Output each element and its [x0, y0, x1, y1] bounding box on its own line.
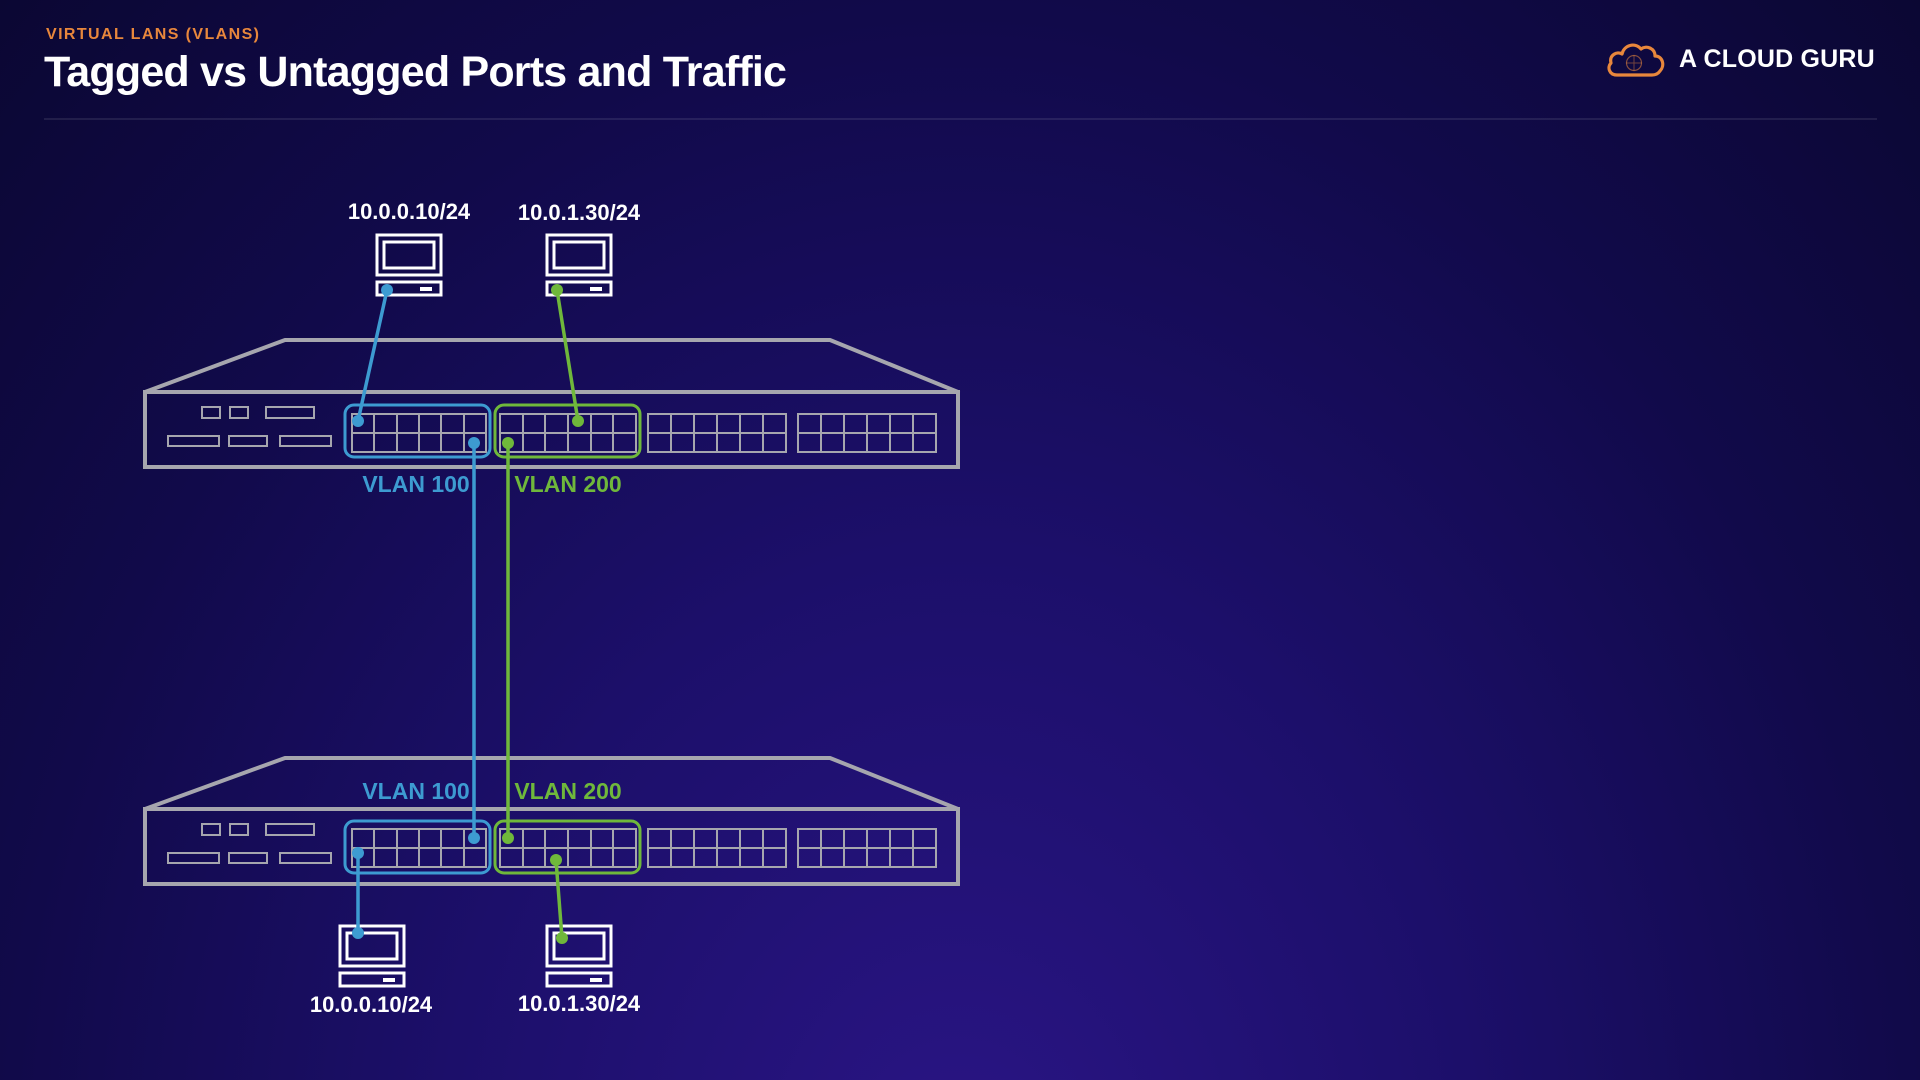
- cable-endpoints: [352, 284, 584, 944]
- bottom-switch-body: [143, 807, 960, 886]
- bottom-host-1-ip: 10.0.0.10/24: [310, 992, 433, 1017]
- section-eyebrow: VIRTUAL LANS (VLANS): [46, 26, 261, 43]
- brand-name: A CLOUD GURU: [1679, 44, 1875, 73]
- bottom-host-1: [338, 924, 406, 988]
- monitor-icon: [545, 233, 613, 277]
- bottom-host-2-ip: 10.0.1.30/24: [518, 991, 641, 1016]
- top-switch-body: [143, 390, 960, 469]
- monitor-icon: [545, 924, 613, 968]
- computer-base-icon: [545, 971, 613, 988]
- computer-base-icon: [338, 971, 406, 988]
- cable-bottom-host-2-untagged: [554, 858, 564, 940]
- top-vlan-200-label: VLAN 200: [514, 471, 621, 497]
- top-switch-lid: [143, 338, 960, 394]
- bottom-vlan-200-label: VLAN 200: [514, 778, 621, 804]
- bottom-switch-indicators: [167, 823, 332, 864]
- bottom-switch-ports: [351, 828, 937, 868]
- computer-base-icon: [375, 280, 443, 297]
- cable-top-host-1-untagged: [356, 288, 389, 423]
- top-host-2-ip: 10.0.1.30/24: [518, 200, 641, 225]
- top-host-1: [375, 233, 443, 297]
- top-switch-indicators: [167, 406, 332, 447]
- top-vlan-200-group: [493, 403, 642, 459]
- monitor-icon: [375, 233, 443, 277]
- top-vlan-100-label: VLAN 100: [362, 471, 469, 497]
- bottom-switch: [143, 756, 960, 886]
- header-divider: [44, 118, 1877, 120]
- brand-logo: A CLOUD GURU: [1605, 36, 1875, 82]
- cable-top-host-2-untagged: [555, 288, 580, 423]
- bottom-vlan-100-group: [343, 819, 492, 875]
- monitor-icon: [338, 924, 406, 968]
- top-host-1-ip: 10.0.0.10/24: [348, 199, 471, 224]
- top-switch-ports: [351, 413, 937, 453]
- top-vlan-100-group: [343, 403, 492, 459]
- bottom-host-2: [545, 924, 613, 988]
- slide-title: Tagged vs Untagged Ports and Traffic: [44, 48, 787, 96]
- cloud-logo-icon: [1607, 43, 1665, 77]
- top-switch: [143, 338, 960, 469]
- top-host-2: [545, 233, 613, 297]
- bottom-vlan-200-group: [493, 819, 642, 875]
- computer-base-icon: [545, 280, 613, 297]
- bottom-vlan-100-label: VLAN 100: [362, 778, 469, 804]
